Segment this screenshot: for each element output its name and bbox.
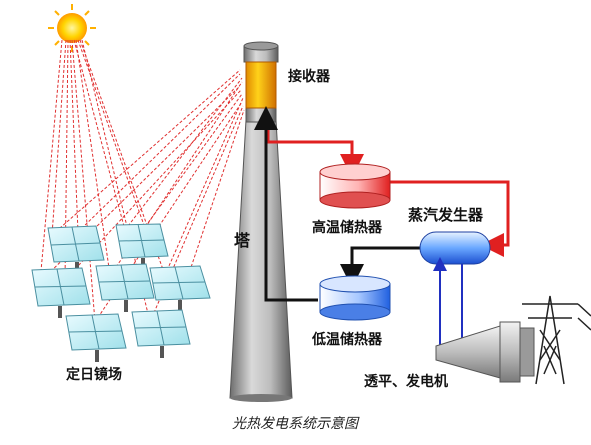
steam-loop-pipe <box>433 257 469 357</box>
hot-storage-tank <box>319 163 391 209</box>
label-heliostat-field: 定日镜场 <box>66 366 122 383</box>
heliostat-mirror <box>65 313 127 362</box>
heliostat-mirror <box>131 309 191 358</box>
tower <box>229 107 293 402</box>
heliostat-field <box>31 223 211 362</box>
steam-generator <box>419 231 491 265</box>
receiver <box>243 41 279 109</box>
cold-storage-tank <box>319 275 391 321</box>
heliostat-mirror <box>31 267 91 318</box>
heliostat-mirror <box>149 265 211 312</box>
diagram-caption: 光热发电系统示意图 <box>232 416 360 432</box>
heliostat-mirror <box>95 263 155 312</box>
sun-icon <box>48 4 96 52</box>
label-steam-generator: 蒸汽发生器 <box>408 206 484 224</box>
heliostat-mirror <box>47 225 105 272</box>
label-receiver: 接收器 <box>288 68 331 85</box>
power-pylon-icon <box>522 295 591 385</box>
label-turbine-generator: 透平、发电机 <box>364 373 448 390</box>
label-cold-storage: 低温储热器 <box>311 331 383 348</box>
cold-loop-pipe <box>254 106 420 302</box>
hot-loop-pipe <box>266 118 510 257</box>
heliostat-mirror <box>115 223 169 268</box>
label-hot-storage: 高温储热器 <box>312 219 383 236</box>
turbine-generator <box>435 321 535 383</box>
label-tower: 塔 <box>234 231 251 250</box>
sun-rays <box>39 39 166 323</box>
